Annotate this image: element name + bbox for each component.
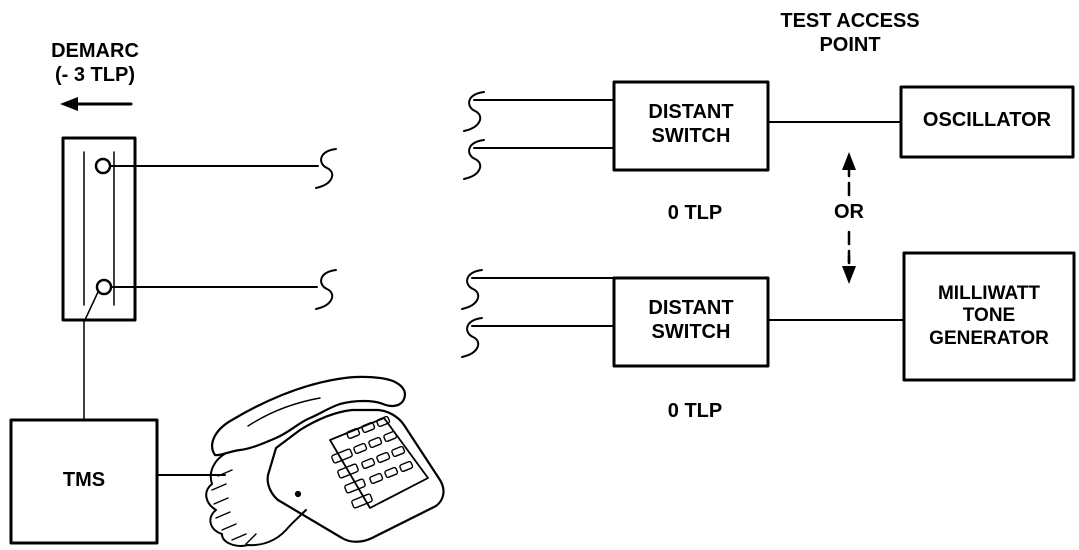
- distant-switch-bottom-label: DISTANT SWITCH: [648, 297, 734, 343]
- line-to-bottom-switch: [471, 277, 615, 327]
- demarc-terminal-bottom: [95, 278, 113, 296]
- line-bottom: [110, 269, 337, 310]
- demarc-block: [61, 136, 137, 322]
- line-to-top-switch: [473, 99, 615, 149]
- telephone-icon: [205, 375, 445, 547]
- distant-switch-top-label: DISTANT SWITCH: [648, 101, 734, 147]
- demarc-label: DEMARC (- 3 TLP): [51, 40, 139, 86]
- line-top: [109, 148, 337, 189]
- tms-box: [9, 418, 159, 545]
- demarc-to-tms-wire: [83, 291, 99, 421]
- arrow-down-icon: [842, 230, 856, 284]
- tlp-bottom-label: 0 TLP: [667, 400, 723, 422]
- oscillator-box: [899, 85, 1075, 159]
- oscillator-label: OSCILLATOR: [922, 109, 1052, 131]
- distant-switch-top-box: [612, 80, 770, 172]
- line-break-icon: [461, 91, 485, 358]
- distant-switch-bottom-box: [612, 276, 770, 368]
- milliwatt-box: [902, 251, 1076, 382]
- arrow-left-icon: [60, 97, 133, 111]
- demarc-terminal-top: [94, 157, 112, 175]
- milliwatt-label: MILLIWATT TONE GENERATOR: [929, 283, 1049, 349]
- tlp-top-label: 0 TLP: [667, 202, 723, 224]
- test-access-point-label: TEST ACCESS POINT: [780, 10, 920, 56]
- or-label: OR: [834, 201, 864, 223]
- tms-label: TMS: [62, 469, 106, 491]
